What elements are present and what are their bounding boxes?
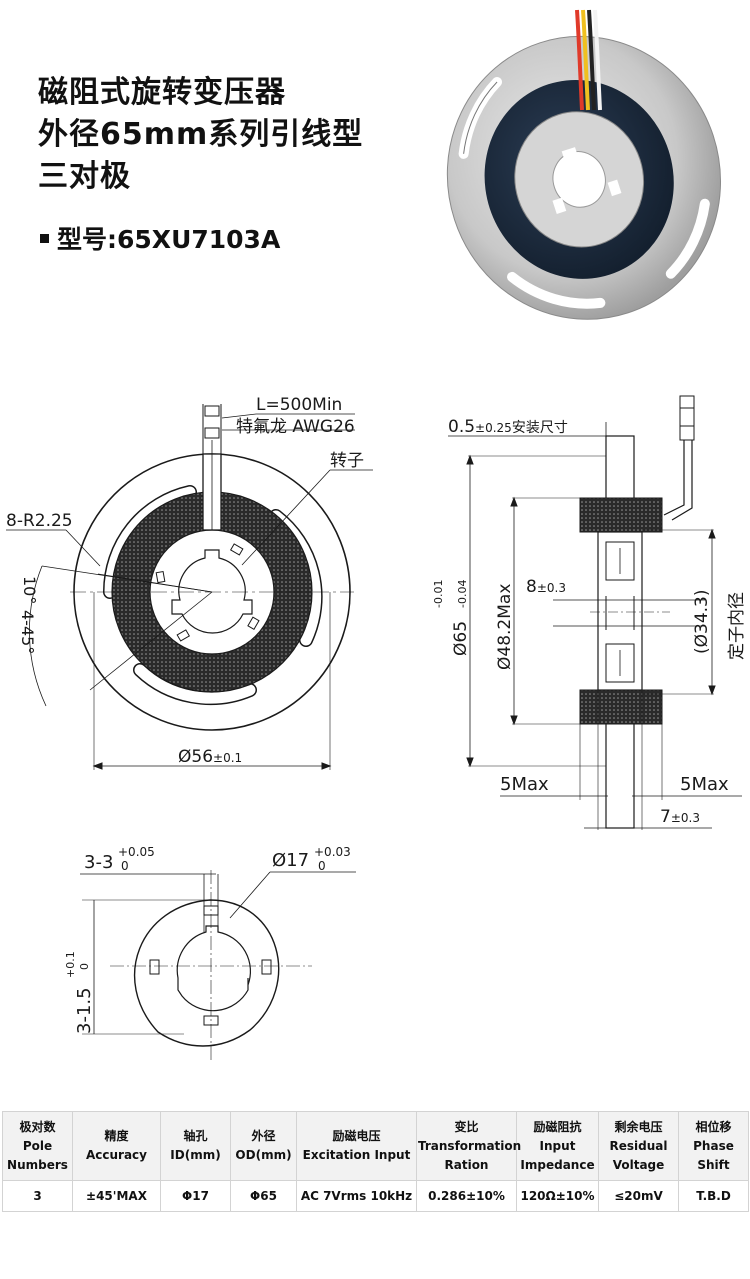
key-tolerance-lower: 0: [121, 859, 129, 873]
product-title: 磁阻式旋转变压器 外径65mm系列引线型 三对极: [38, 72, 363, 198]
bore-dimension-label: Ø17: [272, 850, 309, 871]
value-transformation-ratio: 0.286±10%: [416, 1180, 517, 1212]
stator-id-note: 定子内径: [727, 592, 747, 660]
front-view: [6, 404, 373, 770]
slot-radius-label: 8-R2.25: [6, 511, 73, 531]
key-depth-label: 3-1.5: [74, 987, 95, 1034]
od-tolerance-upper: -0.01: [432, 580, 445, 608]
value-accuracy: ±45'MAX: [72, 1180, 161, 1212]
title-line-1: 磁阻式旋转变压器: [38, 75, 286, 110]
key-tolerance-upper: +0.05: [118, 845, 155, 859]
value-id: Φ17: [160, 1180, 231, 1212]
key-depth-tolerance-upper: +0.1: [64, 951, 77, 978]
bore-tolerance-upper: +0.03: [314, 845, 351, 859]
product-photo: [446, 35, 722, 320]
key-dimension-label: 3-3: [84, 852, 113, 873]
inner-diameter-label: Ø56±0.1: [178, 747, 242, 767]
angle-45-label: 4-45°: [18, 610, 37, 654]
key-depth-tolerance-lower: 0: [78, 963, 91, 970]
od-tolerance-lower: -0.04: [456, 580, 469, 608]
value-od: Φ65: [230, 1180, 297, 1212]
title-line-2: 外径65mm系列引线型: [38, 117, 364, 152]
model-number: 型号:65XU7103A: [40, 220, 280, 256]
value-residual-voltage: ≤20mV: [598, 1180, 679, 1212]
technical-drawing: L=500Min 特氟龙 AWG26 转子 8-R2.25 10° 4-45° …: [6, 9, 747, 1062]
value-excitation-input: AC 7Vrms 10kHz: [296, 1180, 417, 1212]
model-text: 型号:65XU7103A: [57, 225, 281, 254]
value-pole-numbers: 3: [2, 1180, 73, 1212]
title-line-3: 三对极: [38, 159, 131, 194]
lead-wires-photo: [575, 9, 602, 111]
bore-tolerance-lower: 0: [318, 859, 326, 873]
right-max-label: 5Max: [680, 774, 729, 795]
value-phase-shift: T.B.D: [678, 1180, 749, 1212]
width-dimension-label: 7±0.3: [660, 807, 700, 827]
left-max-label: 5Max: [500, 774, 549, 795]
stator-id-label: (Ø34.3): [692, 590, 712, 655]
spec-value-row: 3 ±45'MAX Φ17 Φ65 AC 7Vrms 10kHz 0.286±1…: [2, 1180, 749, 1212]
lead-length-label: L=500Min: [256, 395, 342, 415]
outer-diameter-label: Ø65: [451, 621, 471, 656]
bullet-square-icon: [40, 233, 49, 243]
rotor-label: 转子: [330, 451, 364, 471]
lead-wire-label: 特氟龙 AWG26: [236, 417, 355, 437]
value-input-impedance: 120Ω±10%: [516, 1180, 599, 1212]
core-dimension-label: 8±0.3: [526, 577, 566, 597]
body-diameter-label: Ø48.2Max: [495, 584, 515, 670]
rotor-view: [80, 870, 356, 1062]
mount-dimension-label: 0.5±0.25安装尺寸: [448, 417, 568, 437]
angle-10-label: 10°: [20, 576, 39, 604]
side-view: [448, 395, 742, 830]
